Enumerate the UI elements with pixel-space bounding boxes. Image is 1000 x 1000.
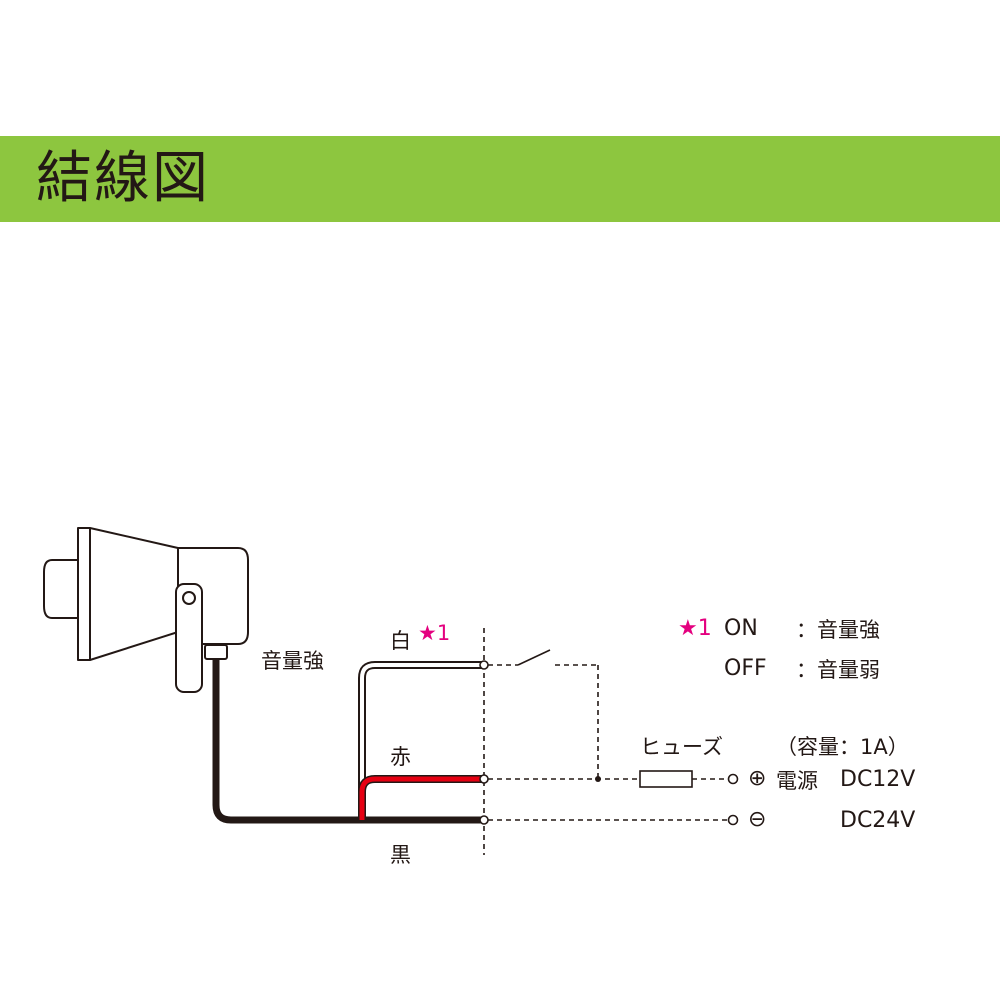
minus-symbol: ⊖ (748, 807, 767, 832)
speaker-cable (212, 659, 482, 824)
red-wire (358, 775, 482, 820)
terminal-white (479, 660, 489, 670)
plus-terminal (727, 773, 739, 785)
terminal-red (479, 774, 489, 784)
legend-on-value: ：音量強 (796, 618, 880, 642)
legend-off-label: OFF (724, 656, 767, 681)
terminal-black (479, 815, 489, 825)
red-wire-label: 赤 (390, 745, 411, 769)
white-wire-label: 白 (390, 629, 411, 653)
power-source-label: 電源 (776, 769, 818, 793)
fuse-icon (639, 770, 693, 788)
dc12-label: DC12V (840, 767, 916, 792)
legend-off-value: ：音量弱 (796, 658, 880, 682)
title-band: 結線図 (0, 136, 1000, 222)
fuse-label: ヒューズ (640, 735, 723, 759)
speaker-label: 音量強 (261, 649, 324, 673)
legend-marker: ★1 (678, 616, 712, 641)
fuse-capacity: （容量：1A） (776, 735, 909, 759)
note-marker: ★1 (418, 621, 451, 645)
white-wire (358, 661, 482, 820)
black-wire-label: 黒 (390, 843, 411, 867)
plus-symbol: ⊕ (748, 766, 767, 791)
horn-speaker-icon (43, 527, 249, 693)
switch-icon (488, 649, 599, 779)
legend-on-label: ON (724, 616, 758, 641)
minus-terminal (727, 814, 739, 826)
dc24-label: DC24V (840, 808, 916, 833)
page-title: 結線図 (36, 146, 210, 211)
